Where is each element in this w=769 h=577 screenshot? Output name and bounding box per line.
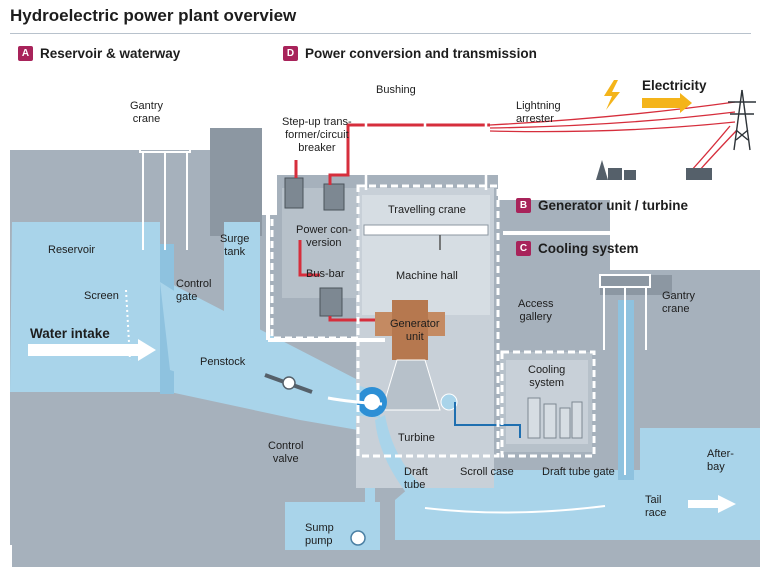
arrow-right-icon — [642, 93, 692, 113]
bushing-structure — [364, 100, 488, 190]
label-after-bay: After- bay — [707, 448, 734, 473]
lightning-bolt-icon — [604, 80, 620, 110]
draft-flow-arrow — [424, 505, 606, 514]
draft-tube — [375, 415, 610, 520]
label-penstock: Penstock — [200, 356, 246, 368]
label-lightning-arrester: Lightning arrester — [516, 100, 561, 125]
label-gantry-crane-right: Gantry crane — [662, 290, 696, 315]
label-bus-bar: Bus-bar — [306, 268, 345, 280]
section-header-d: D Power conversion and transmission — [283, 46, 537, 61]
title-divider — [10, 33, 751, 34]
substation-transformer-icon — [686, 168, 712, 180]
gantry-crane-left — [139, 139, 191, 250]
label-gantry-crane-left: Gantry crane — [130, 100, 164, 125]
label-travelling-crane: Travelling crane — [388, 204, 466, 216]
cooling-pipe — [454, 402, 521, 438]
label-access-gallery: Access gallery — [518, 298, 554, 323]
section-frames-dashed — [270, 184, 596, 458]
label-water-intake: Water intake — [30, 326, 110, 341]
water-intake-arrow — [28, 339, 156, 361]
label-screen: Screen — [84, 290, 119, 302]
screen-grid — [125, 289, 131, 361]
surge-tank — [224, 222, 260, 332]
section-badge-b: B — [516, 198, 531, 213]
cooling-tanks — [527, 397, 583, 439]
label-tail-race: Tail race — [645, 494, 667, 519]
flow-arrow — [327, 396, 383, 406]
village-icon — [596, 160, 636, 180]
gantry-crane-right — [599, 274, 651, 475]
label-electricity: Electricity — [642, 78, 707, 93]
section-label-b: Generator unit / turbine — [538, 198, 689, 213]
label-surge-tank: Surge tank — [220, 233, 250, 258]
section-badge-a: A — [18, 46, 33, 61]
sump-pump-icon — [350, 530, 366, 546]
section-header-a: A Reservoir & waterway — [18, 46, 180, 61]
page-title: Hydroelectric power plant overview — [10, 6, 297, 25]
label-turbine: Turbine — [398, 432, 435, 444]
penstock-pipe — [160, 282, 380, 418]
power-cables — [294, 123, 490, 322]
label-cooling-system: Cooling system — [528, 364, 566, 389]
generator-unit-shape — [375, 300, 445, 360]
label-draft-tube: Draft tube — [404, 466, 428, 491]
label-sump-pump: Sump pump — [305, 522, 334, 547]
section-label-d: Power conversion and transmission — [305, 46, 537, 61]
transformer-icon — [284, 177, 345, 317]
label-step-up-transformer: Step-up trans- former/circuit breaker — [282, 116, 352, 154]
label-control-valve: Control valve — [268, 440, 304, 465]
label-scroll-case: Scroll case — [460, 466, 514, 478]
label-machine-hall: Machine hall — [396, 270, 458, 282]
section-label-a: Reservoir & waterway — [40, 46, 181, 61]
section-header-b: B Generator unit / turbine — [516, 198, 688, 213]
section-frames — [266, 44, 751, 342]
travelling-crane — [363, 224, 489, 250]
label-control-gate: Control gate — [176, 278, 212, 303]
transmission-tower-icon — [728, 89, 756, 151]
section-header-c: C Cooling system — [516, 241, 639, 256]
control-valve-icon — [264, 373, 313, 394]
label-draft-tube-gate: Draft tube gate — [542, 466, 615, 478]
tail-race-arrow — [688, 495, 736, 513]
label-bushing: Bushing — [376, 84, 416, 96]
label-generator-unit: Generator unit — [390, 318, 440, 343]
section-badge-c: C — [516, 241, 531, 256]
section-badge-d: D — [283, 46, 298, 61]
label-power-conversion: Power con- version — [296, 224, 352, 249]
label-reservoir: Reservoir — [48, 244, 96, 256]
section-label-c: Cooling system — [538, 241, 639, 256]
